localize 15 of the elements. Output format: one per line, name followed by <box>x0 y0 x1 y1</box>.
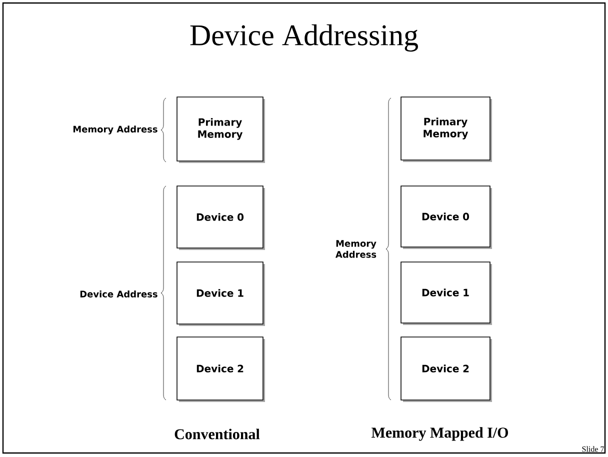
memory-box: Device 2 <box>176 336 265 402</box>
memory-box: Device 0 <box>176 186 265 250</box>
caption: Conventional <box>174 428 260 440</box>
memory-box: Device 0 <box>400 186 492 249</box>
memory-box: Device 2 <box>400 336 492 402</box>
memory-box: Primary Memory <box>176 96 265 163</box>
title: Device Addressing <box>190 24 418 52</box>
address-label: Memory Address <box>336 240 376 258</box>
memory-box: Device 1 <box>176 262 265 326</box>
address-label: Memory Address <box>73 126 158 134</box>
memory-box: Device 1 <box>400 262 492 325</box>
caption: Memory Mapped I/O <box>372 427 508 441</box>
slide-number: Slide 7 <box>582 446 604 452</box>
memory-box: Primary Memory <box>400 96 492 162</box>
address-label: Device Address <box>80 290 158 298</box>
